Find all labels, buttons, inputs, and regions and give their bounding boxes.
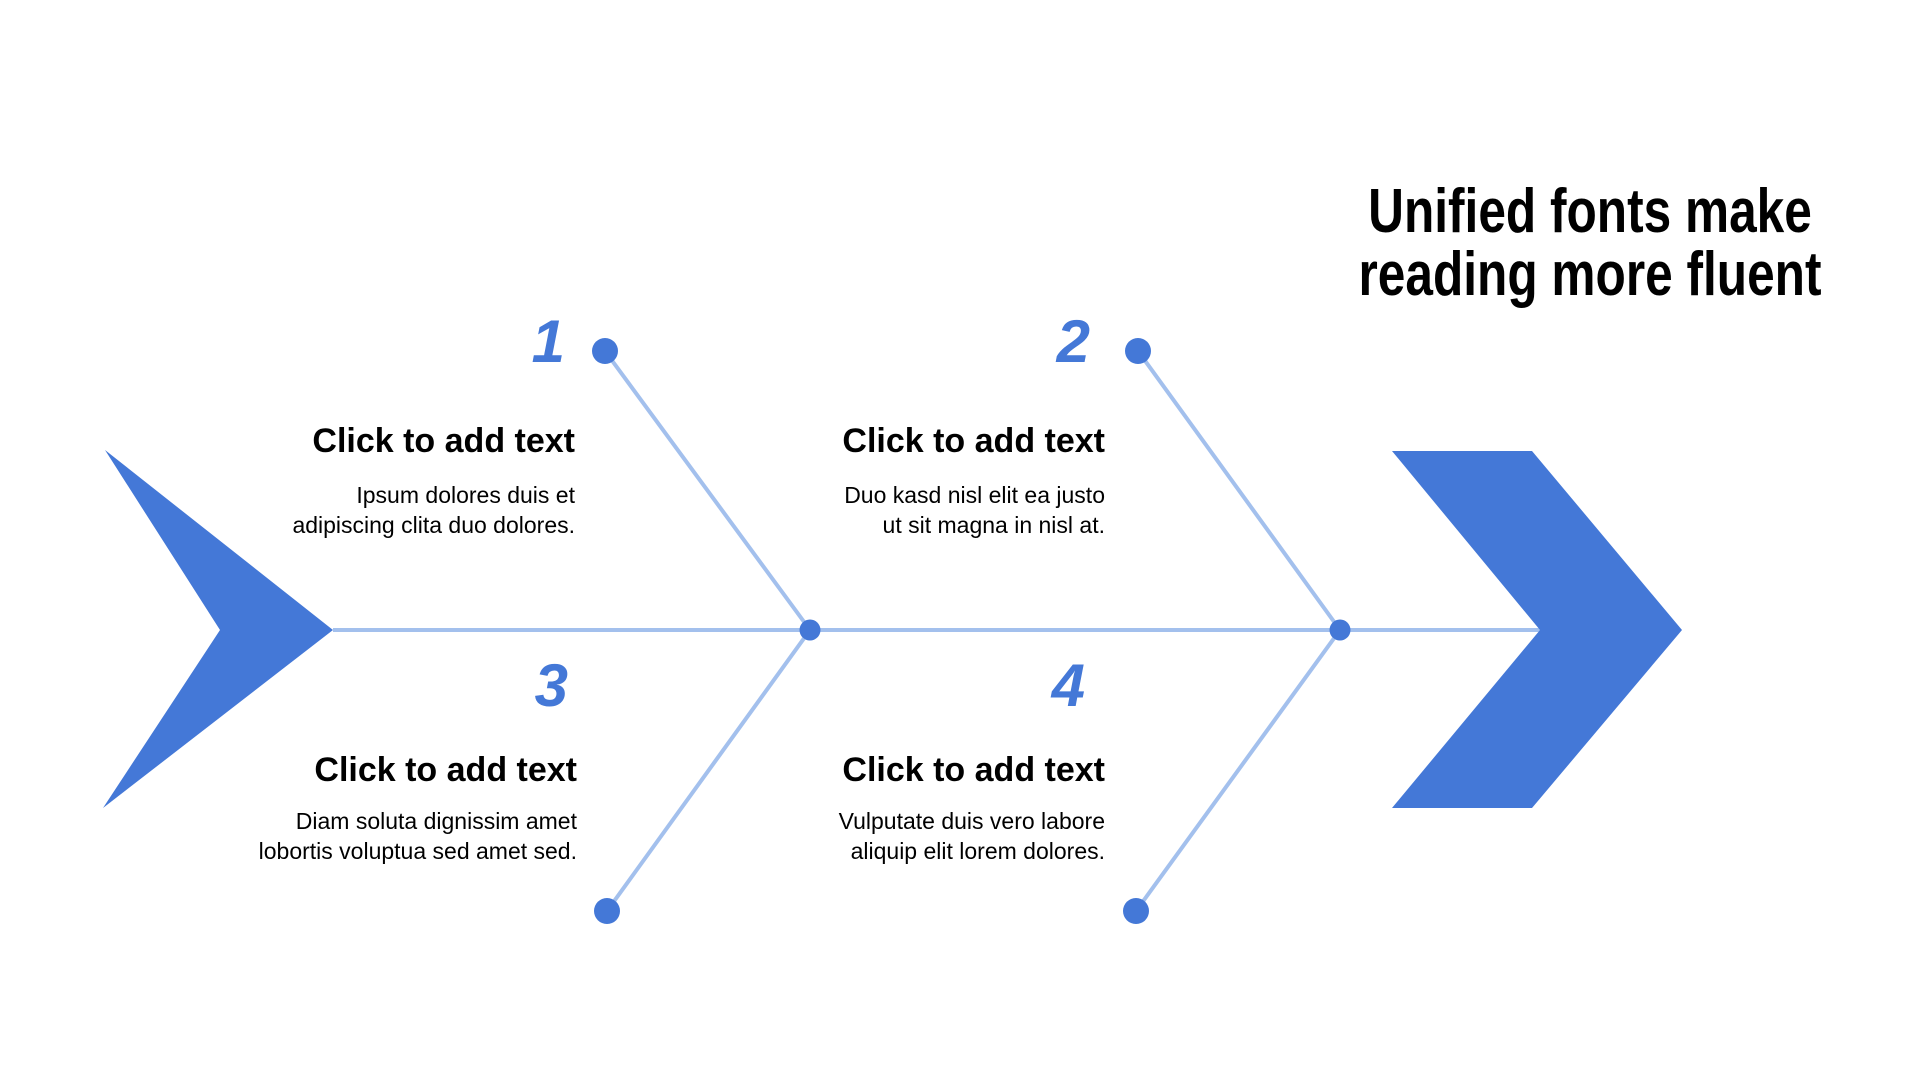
step-number-2: 2	[1056, 308, 1090, 375]
fishbone-tail-arrow-icon	[103, 450, 333, 808]
node-dot-icon	[1123, 898, 1149, 924]
body-text-1-line-2: adipiscing clita duo dolores.	[292, 512, 575, 538]
node-dot-icon	[594, 898, 620, 924]
body-text-2: Duo kasd nisl elit ea justo ut sit magna…	[765, 480, 1105, 540]
node-dot-icon	[799, 619, 821, 641]
body-text-3-line-2: lobortis voluptua sed amet sed.	[258, 838, 577, 864]
body-text-3-line-1: Diam soluta dignissim amet	[295, 808, 577, 834]
node-dot-icon	[592, 338, 618, 364]
body-text-4-line-2: aliquip elit lorem dolores.	[850, 838, 1105, 864]
rib-line-3	[605, 628, 812, 913]
node-dot-icon	[1125, 338, 1151, 364]
rib-line-2	[1136, 349, 1342, 632]
text-placeholder-heading-4[interactable]: Click to add text	[842, 751, 1105, 789]
step-number-3: 3	[534, 652, 568, 719]
body-text-2-line-2: ut sit magna in nisl at.	[882, 512, 1105, 538]
text-placeholder-heading-1[interactable]: Click to add text	[312, 422, 575, 460]
fishbone-head-arrow-icon	[1392, 451, 1682, 808]
rib-line-1	[603, 349, 812, 632]
body-text-3: Diam soluta dignissim amet lobortis volu…	[237, 806, 577, 866]
body-text-4-line-1: Vulputate duis vero labore	[838, 808, 1105, 834]
body-text-1: Ipsum dolores duis et adipiscing clita d…	[235, 480, 575, 540]
slide-title: Unified fonts make reading more fluent	[1350, 180, 1830, 306]
step-number-4: 4	[1051, 652, 1085, 719]
slide-title-line-1: Unified fonts make	[1368, 177, 1812, 246]
body-text-4: Vulputate duis vero labore aliquip elit …	[765, 806, 1105, 866]
body-text-1-line-1: Ipsum dolores duis et	[356, 482, 575, 508]
rib-line-4	[1134, 628, 1342, 913]
text-placeholder-heading-2[interactable]: Click to add text	[842, 422, 1105, 460]
step-number-1: 1	[531, 308, 565, 375]
body-text-2-line-1: Duo kasd nisl elit ea justo	[844, 482, 1105, 508]
node-dot-icon	[1329, 619, 1351, 641]
text-placeholder-heading-3[interactable]: Click to add text	[314, 751, 577, 789]
slide-title-line-2: reading more fluent	[1358, 240, 1822, 309]
